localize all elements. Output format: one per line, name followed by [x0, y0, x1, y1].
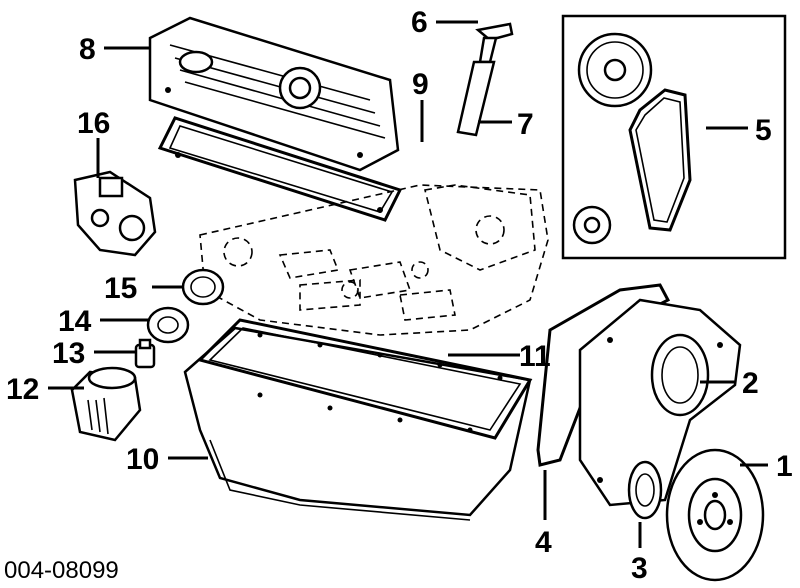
callout-labels: 1 2 3 4 5 6 7 8 9 10 11 12 13 14 15 16 — [6, 6, 793, 585]
callout-9: 9 — [412, 68, 429, 101]
callout-8: 8 — [79, 33, 96, 66]
callout-16: 16 — [77, 107, 110, 140]
callout-6: 6 — [411, 6, 428, 39]
reference-code: 004-08099 — [4, 557, 119, 584]
oil-pan-gasket — [197, 318, 533, 440]
timing-cover — [578, 298, 742, 507]
oil-pump — [73, 170, 157, 257]
vibration-damper — [665, 448, 765, 582]
callout-12: 12 — [6, 373, 39, 406]
callout-10: 10 — [126, 443, 159, 476]
engine-block-outline — [199, 184, 549, 336]
drain-plug — [134, 338, 156, 369]
oil-filter — [70, 366, 142, 442]
dipstick-assembly — [456, 22, 514, 137]
callout-3: 3 — [631, 552, 648, 585]
callout-14: 14 — [58, 305, 92, 338]
filter-adapter-gasket — [146, 306, 190, 344]
timing-chain-kit — [561, 14, 787, 260]
leader-lines — [48, 20, 768, 548]
front-crank-seal — [627, 460, 663, 520]
callout-4: 4 — [535, 526, 552, 559]
valve-cover-gasket — [157, 116, 403, 222]
callout-5: 5 — [755, 114, 772, 147]
oil-pan — [183, 326, 532, 521]
valve-cover — [148, 16, 400, 172]
callout-1: 1 — [776, 450, 793, 483]
crank-seal — [181, 268, 225, 306]
callout-11: 11 — [519, 340, 551, 373]
callout-13: 13 — [52, 337, 85, 370]
callout-2: 2 — [742, 367, 759, 400]
callout-7: 7 — [517, 108, 534, 141]
callout-15: 15 — [104, 272, 137, 305]
